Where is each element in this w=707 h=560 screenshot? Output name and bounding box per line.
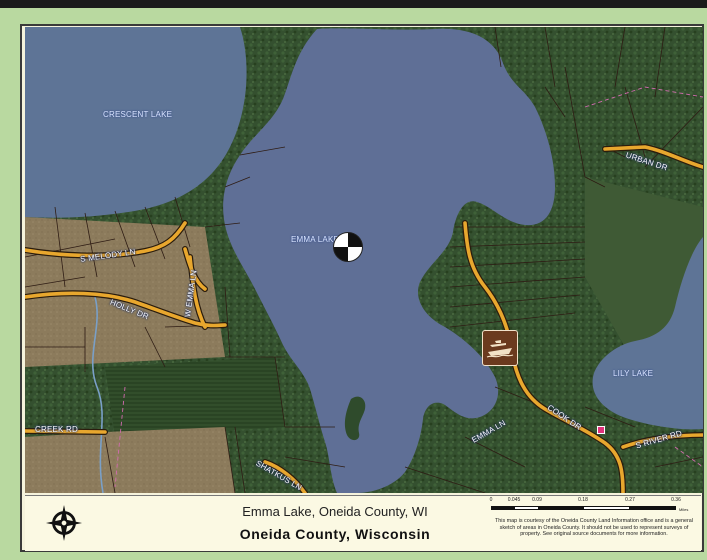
aerial-map (25, 27, 703, 493)
scale-tick: 0.045 (507, 497, 521, 503)
emma-lake-island (344, 396, 366, 441)
pink-marker-icon[interactable] (597, 426, 605, 434)
lily-lake (592, 237, 703, 430)
top-bar (0, 0, 707, 8)
scale-tick: 0.36 (671, 497, 681, 503)
scale-tick: 0.18 (578, 497, 588, 503)
map-legend: Emma Lake, Oneida County, WI Oneida Coun… (25, 495, 701, 551)
field-area-southwest (25, 432, 110, 493)
boat-launch-icon[interactable] (482, 330, 518, 366)
benchmark-icon[interactable] (333, 232, 363, 262)
scale-units: Miles (679, 507, 689, 512)
plantation-area (105, 357, 285, 437)
roads (25, 144, 703, 493)
scale-bar: 0 0.045 0.09 0.18 0.27 0.36 Miles (489, 497, 691, 517)
emma-lake-label: EMMA LAKE (291, 235, 340, 244)
disclaimer-text: This map is courtesy of the Oneida Count… (495, 518, 693, 538)
scale-bar-segments (491, 506, 676, 510)
scale-tick: 0 (489, 497, 493, 503)
map-canvas[interactable]: CRESCENT LAKE EMMA LAKE LILY LAKE URBAN … (25, 27, 703, 493)
boundary-lines (114, 86, 703, 488)
crescent-lake (25, 27, 247, 218)
field-area-south (105, 427, 235, 493)
creek (91, 296, 104, 493)
scale-tick: 0.27 (625, 497, 635, 503)
forest-east (585, 177, 703, 347)
creek-rd-label: CREEK RD (35, 425, 78, 434)
lily-lake-label: LILY LAKE (613, 369, 654, 378)
crescent-lake-label: CRESCENT LAKE (103, 110, 173, 119)
parcel-lines (25, 27, 703, 493)
map-title: Emma Lake, Oneida County, WI (242, 504, 428, 519)
scale-tick: 0.09 (532, 497, 542, 503)
compass-rose-icon (45, 504, 83, 542)
map-subtitle: Oneida County, Wisconsin (239, 526, 431, 542)
boat-launch-glyph (486, 340, 514, 358)
emma-lake (223, 28, 555, 493)
